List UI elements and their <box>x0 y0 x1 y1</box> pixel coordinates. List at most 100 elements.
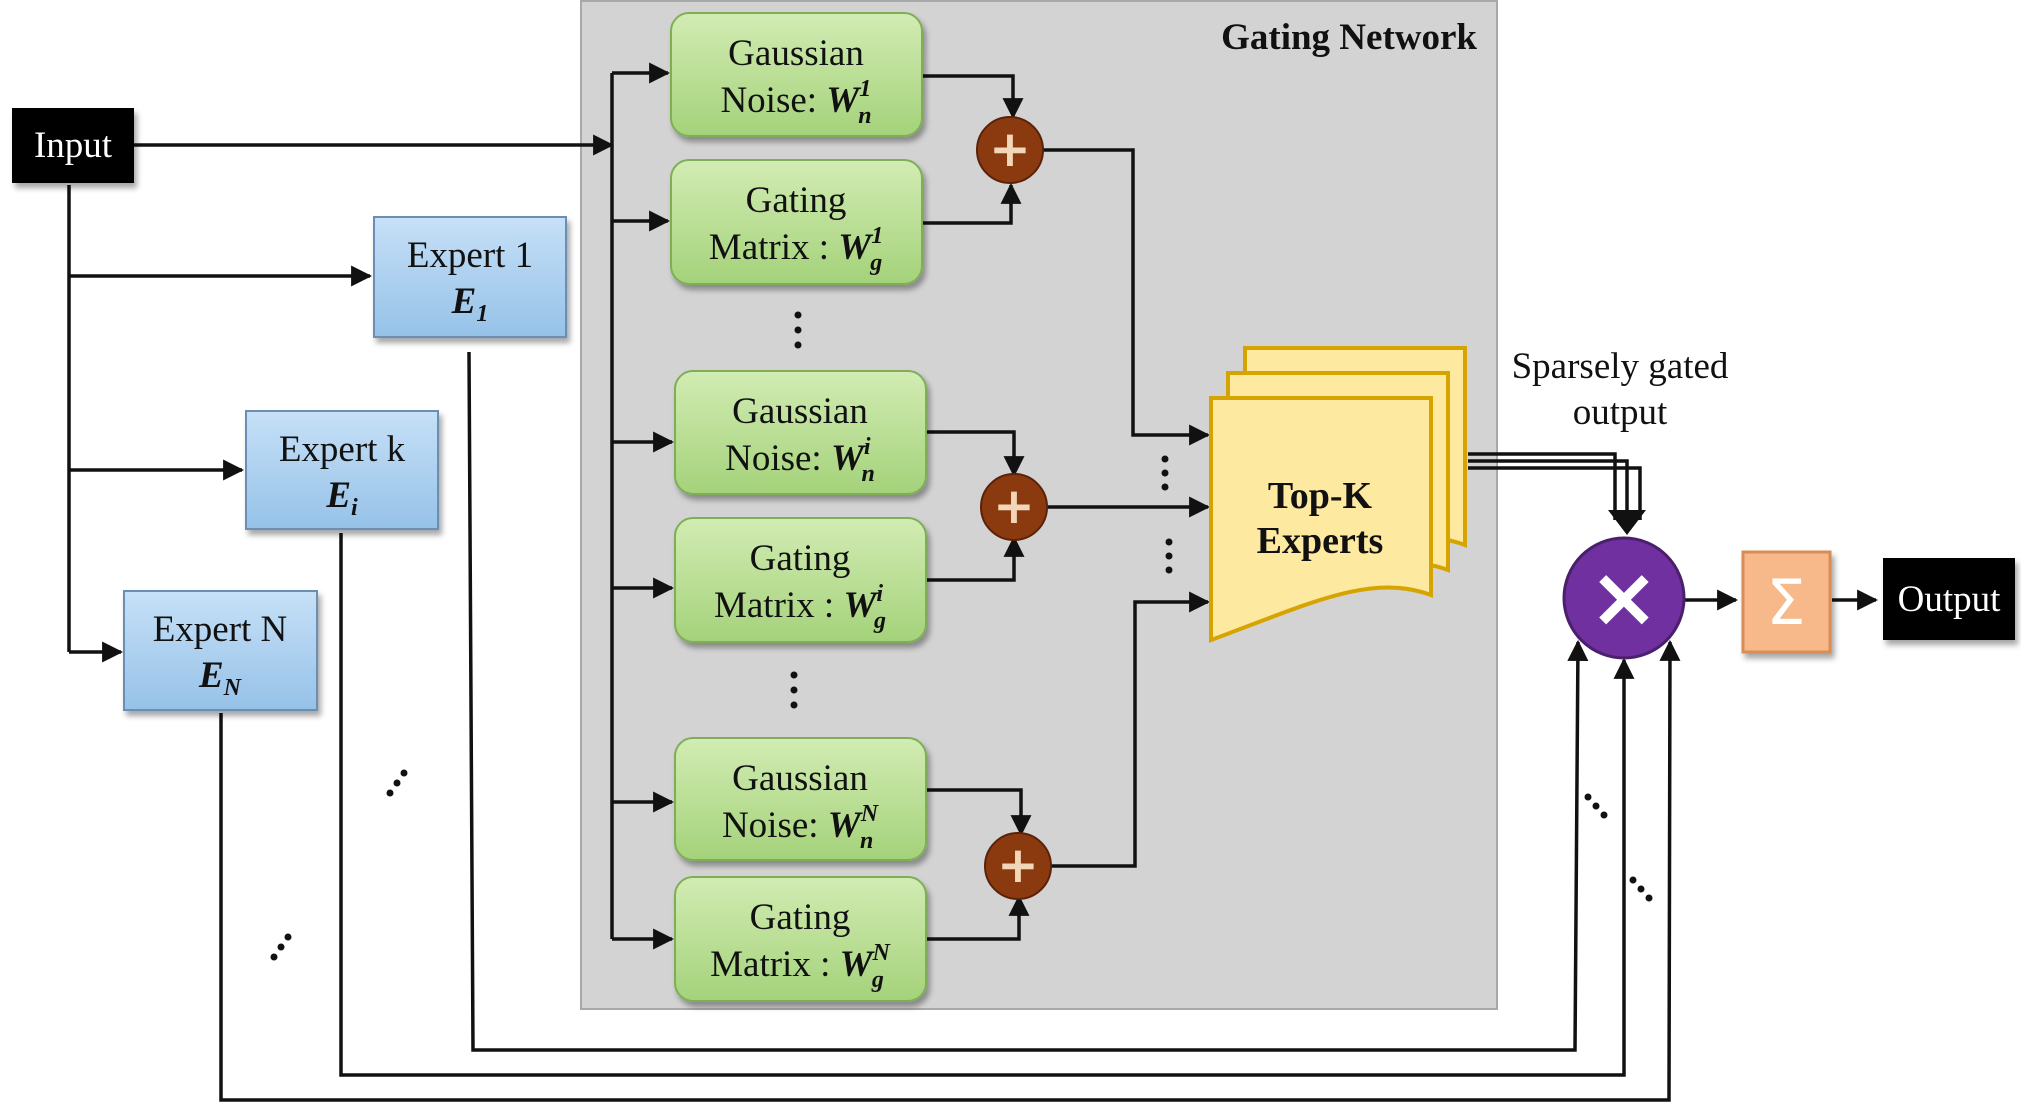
wire-topk-to-times-2 <box>1468 459 1629 520</box>
expert-1-box: Expert 1 E1 <box>373 216 567 338</box>
vertical-ellipsis-4 <box>1165 538 1173 574</box>
gating-matrix-1-symbol: W <box>838 227 874 268</box>
gaussian-noise-1-title: Gaussian <box>728 33 864 74</box>
gaussian-noise-n-sub: n <box>860 828 873 854</box>
gating-matrix-i-title: Gating <box>750 538 851 579</box>
gating-matrix-n-sub: g <box>871 967 884 993</box>
topk-line2: Experts <box>1257 520 1384 562</box>
gating-matrix-1-sup: 1 <box>871 223 883 249</box>
plus-node-1-symbol: + <box>989 120 1031 178</box>
wire-topk-to-times-1 <box>1468 452 1617 520</box>
gaussian-noise-i-sub: n <box>862 461 875 487</box>
gating-matrix-i-prefix: Matrix : <box>714 585 843 626</box>
gating-matrix-1-title: Gating <box>746 180 847 221</box>
gating-matrix-i-symbol: W <box>843 585 879 626</box>
times-node: × <box>1562 536 1686 660</box>
wire-plus3-to-topk <box>1051 591 1211 868</box>
gaussian-noise-1-prefix: Noise: <box>720 80 826 121</box>
wire-plus1-to-topk <box>1043 148 1211 446</box>
gaussian-noise-n-symbol: W <box>828 805 864 846</box>
svg-text:Matrix : Wig: Matrix : Wig <box>714 581 886 634</box>
wire-expert-k-output <box>339 533 1635 1077</box>
svg-text:Ei: Ei <box>325 475 358 521</box>
gating-matrix-i-sub: g <box>873 608 886 634</box>
diagonal-ellipsis-1 <box>386 769 408 797</box>
sparse-label-line2: output <box>1573 392 1668 433</box>
times-node-symbol: × <box>1589 548 1659 646</box>
sum-symbol: Σ <box>1766 566 1805 639</box>
expert-k-box: Expert k Ei <box>245 410 439 530</box>
expert-1-label: Expert 1 <box>407 235 533 276</box>
input-label: Input <box>34 125 113 166</box>
vertical-ellipsis-3 <box>1161 455 1169 491</box>
plus-node-3: + <box>984 832 1052 900</box>
wire-g1-to-plus1 <box>922 74 1024 120</box>
wire-g5-to-plus3 <box>926 788 1032 837</box>
plus-node-1: + <box>976 116 1044 184</box>
gaussian-noise-i-title: Gaussian <box>732 391 868 432</box>
expert-k-label: Expert k <box>279 429 406 470</box>
expert-n-subscript: N <box>223 675 243 701</box>
wire-expert-n-output <box>219 639 1681 1102</box>
output-label: Output <box>1898 579 2002 620</box>
gating-matrix-i-sup: i <box>876 581 883 607</box>
topk-line1: Top-K <box>1268 475 1373 517</box>
expert-n-symbol: E <box>198 655 224 696</box>
output-box <box>1883 558 2015 640</box>
vertical-ellipsis-1 <box>794 311 802 349</box>
plus-node-2-symbol: + <box>993 477 1035 535</box>
gating-matrix-n-prefix: Matrix : <box>710 944 839 985</box>
plus-node-3-symbol: + <box>997 836 1039 894</box>
gating-matrix-1-prefix: Matrix : <box>709 227 838 268</box>
diagonal-ellipsis-2 <box>270 933 292 961</box>
topk-experts-doc: Top-K Experts <box>1209 346 1467 643</box>
gating-matrix-n-sup: N <box>872 940 892 966</box>
gating-matrix-1-sub: g <box>869 250 882 276</box>
gaussian-noise-1-sub: n <box>858 103 871 129</box>
diagonal-ellipsis-4 <box>1629 876 1653 902</box>
expert-k-subscript: i <box>351 495 358 521</box>
expert-n-label: Expert N <box>153 609 288 650</box>
svg-text:Matrix : WNg: Matrix : WNg <box>710 940 891 993</box>
svg-text:EN: EN <box>198 655 243 701</box>
gaussian-noise-n-title: Gaussian <box>732 758 868 799</box>
expert-1-symbol: E <box>451 281 477 322</box>
gating-matrix-n-symbol: W <box>840 944 876 985</box>
wire-topk-to-times-3 <box>1468 466 1642 520</box>
wire-topk-arrowhead <box>1608 510 1646 535</box>
diagonal-ellipsis-3 <box>1584 793 1608 819</box>
gaussian-noise-n-prefix: Noise: <box>722 805 828 846</box>
gaussian-noise-1-symbol: W <box>826 80 862 121</box>
wire-g4-to-plus2 <box>926 535 1025 582</box>
gaussian-noise-i-symbol: W <box>831 438 867 479</box>
wire-g2-to-plus1 <box>922 182 1022 225</box>
wire-expert-1-output <box>467 351 1589 1052</box>
gating-network-title: Gating Network <box>1221 17 1477 58</box>
expert-1-subscript: 1 <box>476 301 488 327</box>
svg-text:Noise: W1n: Noise: W1n <box>720 76 871 129</box>
vertical-ellipsis-2 <box>790 671 798 709</box>
input-box <box>12 108 134 183</box>
svg-text:E1: E1 <box>451 281 489 327</box>
sum-box: Σ <box>1741 550 1832 654</box>
expert-k-symbol: E <box>325 475 351 516</box>
expert-n-box: Expert N EN <box>123 590 318 711</box>
gaussian-noise-i-prefix: Noise: <box>725 438 831 479</box>
svg-text:Noise: Win: Noise: Win <box>725 434 875 487</box>
svg-text:Noise: WNn: Noise: WNn <box>722 801 880 854</box>
svg-text:Matrix : W1g: Matrix : W1g <box>709 223 883 276</box>
sparse-label-line1: Sparsely gated <box>1512 346 1729 387</box>
gating-matrix-n-title: Gating <box>750 897 851 938</box>
wire-g3-to-plus2 <box>926 430 1025 478</box>
gaussian-noise-i-sup: i <box>864 434 871 460</box>
gaussian-noise-n-sup: N <box>860 801 880 827</box>
wire-g6-to-plus3 <box>926 894 1030 941</box>
gaussian-noise-1-sup: 1 <box>859 76 871 102</box>
